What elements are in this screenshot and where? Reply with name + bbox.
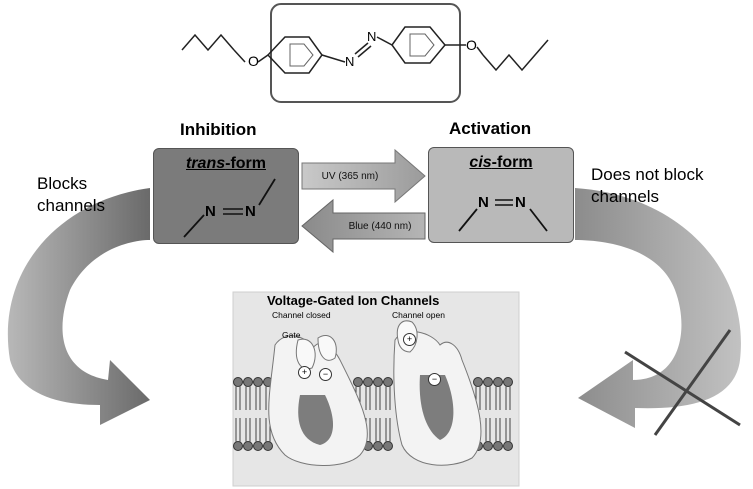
lipid-head — [253, 377, 263, 387]
lipid-head — [503, 441, 513, 451]
left-curved-arrow — [7, 188, 150, 425]
azo-n-upper: N — [367, 29, 377, 44]
uv-arrow — [301, 148, 426, 204]
right-alkyl-chain — [482, 39, 549, 72]
lipid-head — [233, 441, 243, 451]
blue-arrow — [301, 198, 426, 254]
not-block-channels-label: Does not block channels — [591, 164, 703, 208]
trans-form-title: trans-form — [185, 155, 266, 172]
cross-line-2 — [653, 329, 732, 436]
closed-gate — [295, 338, 316, 370]
channel-open-label: Channel open — [392, 310, 445, 320]
trans-n-left: N — [205, 203, 216, 220]
cis-form-box: cis-form N N — [428, 147, 574, 243]
left-oxygen: O — [248, 53, 259, 69]
blue-arrow-label: Blue (440 nm) — [348, 221, 412, 232]
lipid-head — [483, 441, 493, 451]
right-oxygen: O — [466, 37, 477, 53]
azobenzene-highlight-box — [270, 3, 461, 103]
lipid-head — [503, 377, 513, 387]
cis-bond-drawing — [458, 199, 548, 232]
inhibition-label: Inhibition — [180, 120, 257, 139]
lipid-head — [263, 441, 273, 451]
lipid-head — [253, 441, 263, 451]
left-alkyl-chain — [181, 33, 235, 52]
lipid-head — [243, 377, 253, 387]
lipid-head — [353, 377, 363, 387]
trans-n-right: N — [245, 203, 256, 220]
lipid-head — [383, 377, 393, 387]
lipid-head — [373, 377, 383, 387]
not-block-line-1: Does not block — [591, 165, 704, 184]
plus-charge-closed: + — [298, 366, 311, 379]
lipid-head — [493, 441, 503, 451]
cross-line-1 — [624, 350, 741, 427]
plus-charge-open: + — [403, 333, 416, 346]
right-curved-arrow — [575, 188, 741, 428]
lipid-head — [243, 441, 253, 451]
minus-charge-open: − — [428, 373, 441, 386]
lipid-head — [473, 377, 483, 387]
minus-charge-closed: − — [319, 368, 332, 381]
lipid-head — [233, 377, 243, 387]
lipid-head — [493, 377, 503, 387]
lipid-head — [483, 377, 493, 387]
trans-bond-drawing — [183, 178, 276, 238]
azo-n-lower: N — [345, 54, 355, 69]
lipid-head — [383, 441, 393, 451]
uv-arrow-label: UV (365 nm) — [321, 171, 379, 182]
gate-label: Gate — [282, 330, 301, 340]
left-benzene-ring — [266, 36, 323, 74]
cis-n-right: N — [515, 194, 526, 211]
channels-title: Voltage-Gated Ion Channels — [267, 293, 440, 308]
blocks-line-1: Blocks — [37, 174, 88, 193]
trans-form-box: trans-form N N — [153, 148, 299, 244]
cis-n-left: N — [478, 194, 489, 211]
cis-form-title: cis-form — [469, 154, 533, 171]
lipid-bilayer — [233, 377, 513, 451]
lipid-head — [373, 441, 383, 451]
right-benzene-ring — [391, 26, 446, 64]
activation-label: Activation — [449, 119, 532, 138]
channel-closed-label: Channel closed — [272, 310, 331, 320]
lipid-head — [363, 377, 373, 387]
not-block-line-2: channels — [591, 187, 660, 206]
blocks-channels-label: Blocks channels — [37, 173, 105, 217]
blocks-line-2: channels — [37, 196, 106, 215]
